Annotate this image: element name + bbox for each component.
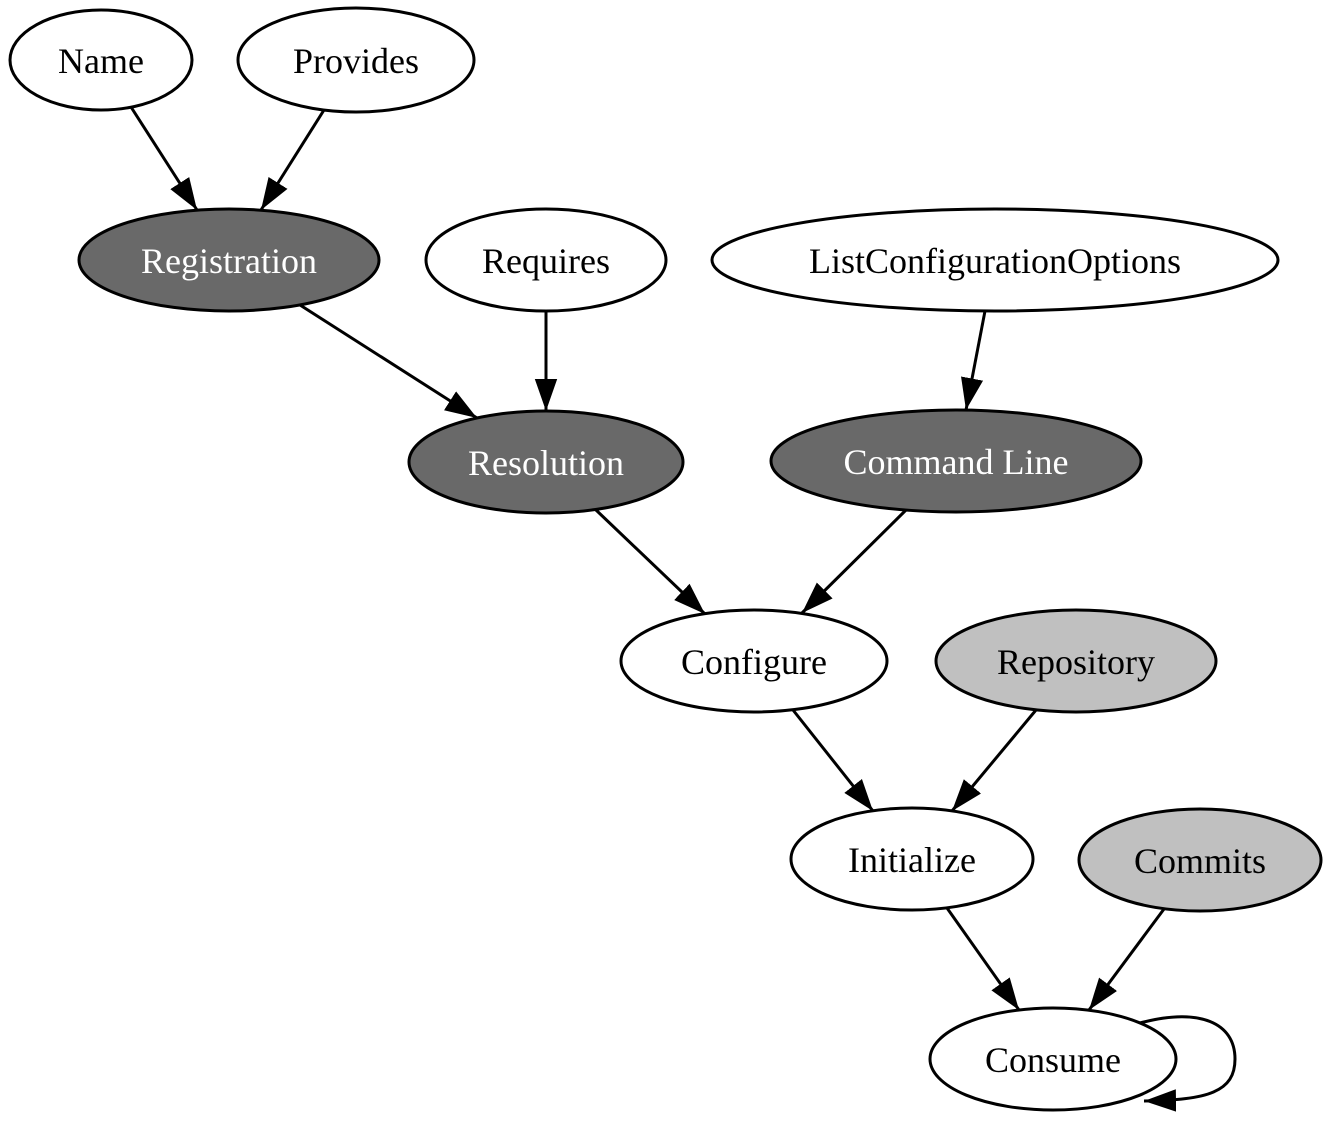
node-registration-ellipse bbox=[77, 207, 381, 313]
node-list-configuration-options-ellipse bbox=[710, 207, 1280, 313]
nodes: Name Provides Registration Requires List… bbox=[8, 6, 1323, 1112]
node-configure-ellipse bbox=[619, 608, 889, 714]
edge-consume-self-loop bbox=[1139, 1015, 1237, 1112]
node-initialize-ellipse bbox=[789, 806, 1035, 912]
node-command-line-ellipse bbox=[769, 408, 1143, 514]
node-configure-label: Configure bbox=[681, 642, 827, 682]
edge-resolution-configure bbox=[594, 508, 707, 616]
node-consume: Consume bbox=[928, 1006, 1178, 1112]
edge-commits-consume bbox=[1087, 908, 1166, 1011]
node-list-configuration-options: ListConfigurationOptions bbox=[710, 207, 1280, 313]
node-consume-ellipse bbox=[928, 1006, 1178, 1112]
edge-name-registration bbox=[129, 106, 199, 211]
edges bbox=[129, 106, 1237, 1112]
edge-initialize-consume bbox=[945, 907, 1021, 1011]
node-registration-label: Registration bbox=[141, 241, 317, 281]
node-consume-label: Consume bbox=[985, 1040, 1121, 1080]
edge-repository-initialize bbox=[950, 709, 1038, 812]
node-command-line: Command Line bbox=[769, 408, 1143, 514]
node-initialize: Initialize bbox=[789, 806, 1035, 912]
node-provides-ellipse bbox=[236, 6, 476, 114]
node-commits-ellipse bbox=[1077, 807, 1323, 913]
node-provides: Provides bbox=[236, 6, 476, 114]
edge-configure-initialize bbox=[791, 709, 875, 812]
node-commits: Commits bbox=[1077, 807, 1323, 913]
node-requires: Requires bbox=[424, 207, 668, 313]
node-requires-ellipse bbox=[424, 207, 668, 313]
edge-registration-resolution bbox=[299, 303, 478, 420]
node-name-ellipse bbox=[8, 8, 194, 112]
node-name-label: Name bbox=[58, 41, 144, 81]
node-registration: Registration bbox=[77, 207, 381, 313]
node-repository-label: Repository bbox=[997, 642, 1155, 682]
node-command-line-label: Command Line bbox=[844, 442, 1069, 482]
node-repository: Repository bbox=[934, 608, 1218, 714]
node-resolution: Resolution bbox=[407, 409, 685, 515]
node-configure: Configure bbox=[619, 608, 889, 714]
edge-provides-registration bbox=[259, 109, 326, 211]
node-resolution-ellipse bbox=[407, 409, 685, 515]
node-provides-label: Provides bbox=[293, 41, 419, 81]
node-commits-label: Commits bbox=[1134, 841, 1266, 881]
node-resolution-label: Resolution bbox=[468, 443, 624, 483]
node-requires-label: Requires bbox=[482, 241, 610, 281]
edge-listconfigurationoptions-commandline bbox=[961, 310, 987, 411]
node-initialize-label: Initialize bbox=[848, 840, 976, 880]
node-name: Name bbox=[8, 8, 194, 112]
node-list-configuration-options-label: ListConfigurationOptions bbox=[809, 241, 1181, 281]
edge-commandline-configure bbox=[800, 508, 908, 615]
node-repository-ellipse bbox=[934, 608, 1218, 714]
